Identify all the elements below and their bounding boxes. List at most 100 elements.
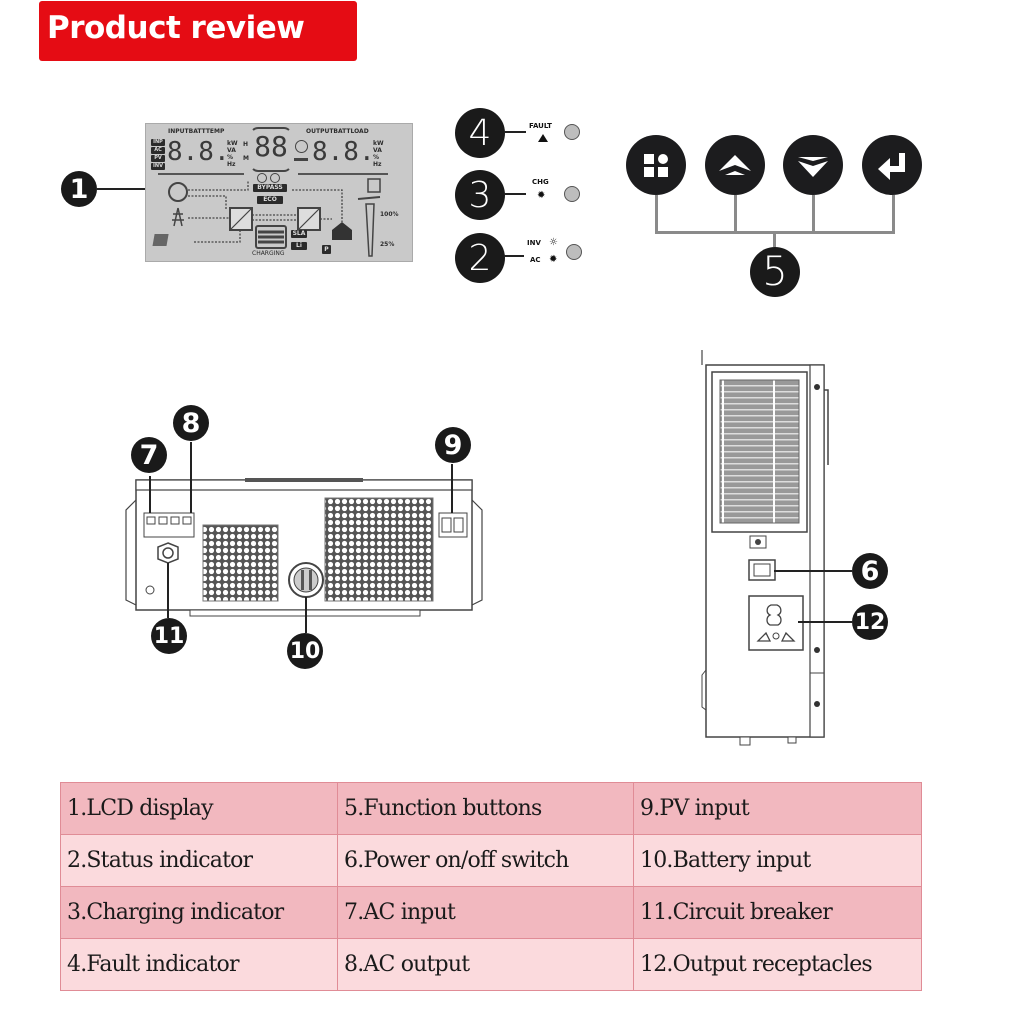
lcd-eco-tag: ECO [257, 196, 283, 204]
lcd-flow-diagram [152, 178, 381, 257]
callout-badge-3: 3 [455, 170, 505, 220]
callout-badge-9: 9 [435, 427, 471, 463]
warning-triangle-icon [538, 134, 548, 142]
lcd-display: INPUTBATTTEMP OUTPUTBATTLOAD INP AC PV I… [145, 123, 413, 262]
fault-label: FAULT [529, 122, 552, 130]
lcd-tag: AC [151, 147, 165, 154]
table-cell: 11.Circuit breaker [633, 886, 922, 939]
table-row: 2.Status indicator 6.Power on/off switch… [60, 834, 922, 887]
lcd-header-left: INPUTBATTTEMP [168, 128, 225, 135]
inv-label: INV [527, 239, 541, 247]
chevron-up-icon [719, 155, 751, 175]
callout-badge-1: 1 [61, 171, 97, 207]
fan-icon [295, 140, 308, 153]
lcd-m-label: M [243, 155, 249, 162]
lcd-divider [158, 173, 244, 175]
small-fan-grille [202, 524, 279, 602]
table-cell: 12.Output receptacles [633, 938, 922, 991]
power-switch [748, 559, 776, 581]
up-button[interactable] [705, 135, 765, 195]
lcd-segments-center: 88 [254, 133, 288, 163]
table-cell: 1.LCD display [60, 782, 338, 835]
callout-badge-12: 12 [852, 604, 888, 640]
connector-line [773, 231, 776, 247]
table-cell: 10.Battery input [633, 834, 922, 887]
side-panel-drawing [701, 350, 852, 746]
callout-badge-10: 10 [287, 633, 323, 669]
chevron-down-icon [798, 157, 828, 177]
callout-badge-2: 2 [455, 233, 505, 283]
lcd-li-tag: Li [291, 242, 307, 250]
ac-label: AC [530, 256, 541, 264]
home-icon [332, 222, 352, 240]
load-icon [367, 178, 381, 193]
callout-badge-11: 11 [151, 618, 187, 654]
lcd-segments-left: 8.8.8 [167, 139, 225, 167]
fault-led [564, 124, 580, 140]
callout-badge-5: 5 [750, 247, 800, 297]
battery-icon [255, 225, 287, 249]
table-cell: 3.Charging indicator [60, 886, 338, 939]
enter-return-icon [878, 153, 905, 180]
lcd-25-pct: 25% [380, 241, 395, 248]
sun-outline-icon: ☼ [549, 237, 558, 248]
large-fan-grille [324, 497, 434, 602]
lcd-charging-label: CHARGING [252, 250, 285, 257]
lcd-tag: PV [151, 155, 165, 162]
load-level-bar [365, 203, 375, 257]
title-banner: Product review [39, 1, 357, 61]
connector-line [734, 195, 737, 233]
page-title: Product review [47, 10, 305, 46]
rear-panel-drawing [125, 442, 483, 633]
clock-icon [257, 173, 267, 183]
down-button[interactable] [783, 135, 843, 195]
callout-line-4 [504, 131, 526, 133]
table-cell: 9.PV input [633, 782, 922, 835]
menu-button[interactable] [626, 135, 686, 195]
generator-icon [168, 182, 188, 202]
table-cell: 5.Function buttons [337, 782, 634, 835]
table-row: 4.Fault indicator 8.AC output 12.Output … [60, 938, 922, 991]
callout-badge-7: 7 [131, 437, 167, 473]
table-cell: 2.Status indicator [60, 834, 338, 887]
lcd-h-label: H [243, 141, 249, 148]
menu-grid-icon [644, 154, 668, 177]
lcd-sla-tag: SLA [291, 230, 307, 238]
chg-label: CHG [532, 178, 549, 186]
solar-panel-icon [152, 234, 169, 246]
battery-terminal [288, 562, 324, 598]
enter-button[interactable] [862, 135, 922, 195]
ac-terminal-block [143, 512, 195, 538]
lcd-header-right: OUTPUTBATTLOAD [306, 128, 369, 135]
lcd-segments-right: 8.8.8 [312, 139, 370, 167]
callout-badge-8: 8 [173, 405, 209, 441]
callout-line-3 [504, 193, 526, 195]
sun-filled-icon: ✹ [549, 254, 558, 265]
table-cell: 7.AC input [337, 886, 634, 939]
connector-line [892, 195, 895, 233]
callout-badge-6: 6 [852, 553, 888, 589]
status-led [566, 244, 582, 260]
table-row: 3.Charging indicator 7.AC input 11.Circu… [60, 886, 922, 939]
sun-filled-icon: ✹ [537, 190, 546, 201]
table-cell: 6.Power on/off switch [337, 834, 634, 887]
connector-line [812, 195, 815, 233]
legend-table: 1.LCD display 5.Function buttons 9.PV in… [60, 782, 922, 991]
lcd-tag: INV [151, 163, 165, 170]
table-row: 1.LCD display 5.Function buttons 9.PV in… [60, 782, 922, 835]
lcd-100-pct: 100% [380, 211, 399, 218]
callout-badge-4: 4 [455, 108, 505, 158]
grid-tower-icon [172, 207, 184, 227]
callout-line-2 [504, 255, 524, 257]
table-cell: 8.AC output [337, 938, 634, 991]
output-receptacle [748, 595, 804, 651]
callout-line-1 [97, 188, 145, 190]
wrench-icon [270, 173, 280, 183]
overload-bar-icon [294, 158, 308, 161]
circuit-breaker [157, 542, 179, 564]
table-cell: 4.Fault indicator [60, 938, 338, 991]
connector-line [655, 195, 658, 233]
pv-terminal-block [438, 512, 468, 538]
